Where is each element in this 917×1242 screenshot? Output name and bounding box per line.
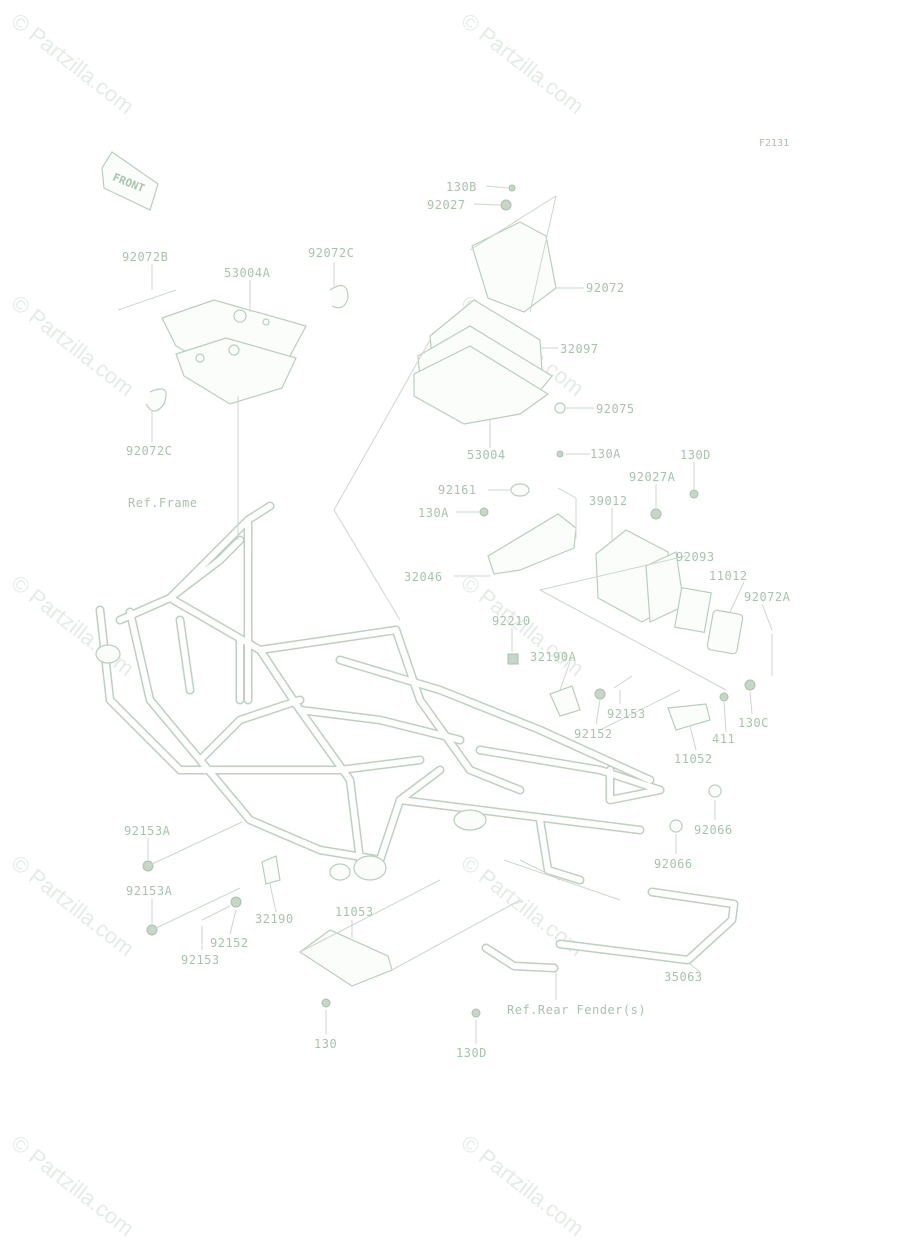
part-label-130c: 130C [738,716,769,730]
part-label-53004: 53004 [467,448,506,462]
part-label-92153-top: 92153 [607,707,646,721]
cover-plate-53004a [161,299,307,405]
part-label-92210: 92210 [492,614,531,628]
part-label-92027a: 92027A [629,470,676,484]
part-label-92093: 92093 [676,550,715,564]
part-label-11012: 11012 [709,569,748,583]
part-label-39012: 39012 [589,494,628,508]
part-label-32046: 32046 [404,570,443,584]
part-label-92075: 92075 [596,402,635,416]
part-label-11052: 11052 [674,752,713,766]
parts-diagram: FRONT [95,151,773,1044]
part-label-130a-right: 130A [590,447,621,461]
part-label-92072c-bottom: 92072C [126,444,173,458]
ref-rear-fender-label: Ref.Rear Fender(s) [507,1003,647,1017]
part-label-92072a: 92072A [744,590,791,604]
part-label-92066-top: 92066 [694,823,733,837]
part-label-130a-left: 130A [418,506,449,520]
part-label-35063: 35063 [664,970,703,984]
battery-box [413,221,566,425]
part-label-32097: 32097 [560,342,599,356]
part-label-53004a: 53004A [224,266,271,280]
part-label-11053: 11053 [335,905,374,919]
part-label-130d-top: 130D [680,448,711,462]
part-label-92152-top: 92152 [574,727,613,741]
part-label-92153a-top: 92153A [124,824,171,838]
part-label-130: 130 [314,1037,338,1051]
part-label-130d-bottom: 130D [456,1046,487,1060]
air-box-39012 [595,529,744,655]
part-label-92072c-top: 92072C [308,246,355,260]
main-frame [95,501,665,885]
part-label-92153a-bottom: 92153A [126,884,173,898]
diagram-code: F2131 [759,138,790,149]
part-label-92027: 92027 [427,198,466,212]
part-label-92066-bottom: 92066 [654,857,693,871]
part-label-92152-bottom: 92152 [210,936,249,950]
part-label-92153-bottom: 92153 [181,953,220,967]
guard-plate-11053 [298,929,393,987]
part-label-411: 411 [712,732,736,746]
front-arrow-icon: FRONT [101,151,159,211]
leader-lines [147,185,773,1044]
part-label-92161: 92161 [438,483,477,497]
part-label-92072: 92072 [586,281,625,295]
part-label-32190a: 32190A [530,650,577,664]
part-label-32190: 32190 [255,912,294,926]
rear-bumper-35063 [481,887,739,973]
ref-frame-label: Ref.Frame [128,496,198,510]
part-label-92072b: 92072B [122,250,169,264]
fasteners [142,184,756,1018]
part-label-130b: 130B [446,180,477,194]
